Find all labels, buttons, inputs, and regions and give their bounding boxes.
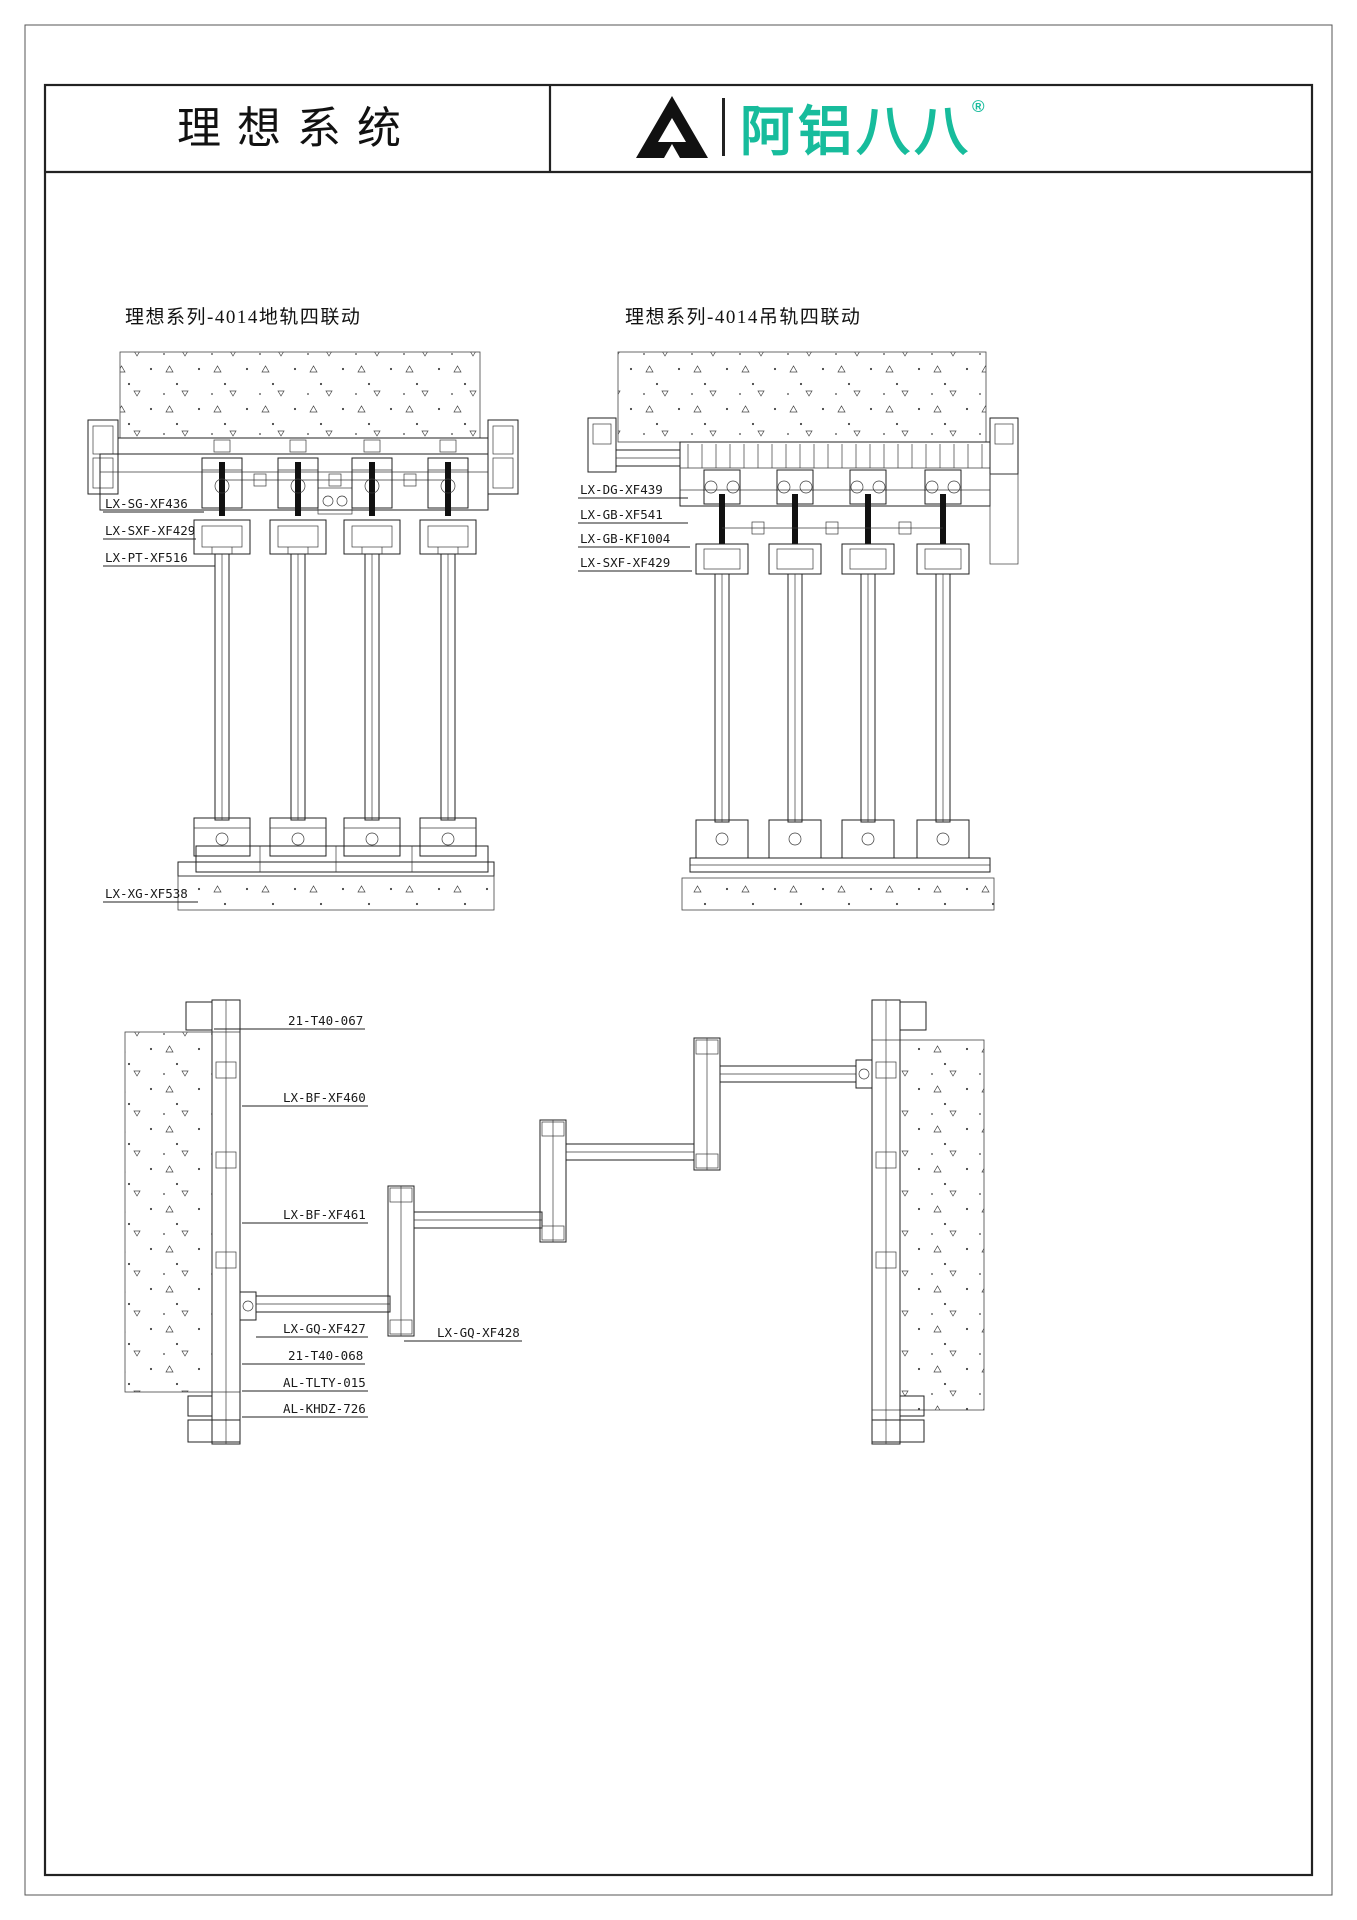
title-block: 理想系统 阿铝八八 ®: [177, 96, 985, 162]
top-connector-part: [185, 1001, 213, 1031]
part-label: LX-SXF-XF429: [580, 555, 670, 570]
head-assembly-floor: [87, 419, 519, 555]
sash-bottom-profile: [695, 819, 749, 859]
sheet-borders: [24, 24, 1333, 1896]
door-panels-floor: [214, 553, 456, 821]
roller-carriage: [201, 457, 243, 517]
part-label: LX-GB-XF541: [580, 507, 663, 522]
sash-bottom-profile: [419, 817, 477, 857]
floor-track-view-title: 理想系列-4014地轨四联动: [125, 306, 361, 328]
hanger-carriage: [924, 469, 962, 545]
hanger-carriage: [849, 469, 887, 545]
bottom-connector-part: [899, 1395, 925, 1417]
sash-top-profile: [343, 519, 401, 555]
concrete-floor: [681, 877, 995, 911]
bottom-connector-part: [187, 1395, 213, 1417]
bottom-track-floor: [177, 817, 495, 911]
registered-trademark: ®: [972, 97, 985, 116]
bottom-base-part: [871, 1419, 925, 1443]
part-label: LX-PT-XF516: [105, 550, 188, 565]
door-panel: [440, 553, 456, 821]
part-label: 21-T40-067: [288, 1013, 363, 1028]
roller-carriage: [277, 457, 319, 517]
sash-top-profile: [269, 519, 327, 555]
door-panel: [214, 553, 230, 821]
plan-labels: 21-T40-067 LX-BF-XF460 LX-BF-XF461 LX-GQ…: [214, 1013, 522, 1418]
sash-bottom-profile: [193, 817, 251, 857]
part-label: LX-SG-XF436: [105, 496, 188, 511]
part-label: LX-XG-XF538: [105, 886, 188, 901]
door-panels-hanging: [714, 573, 951, 823]
wall-section-left: [124, 1031, 213, 1393]
part-label: AL-KHDZ-726: [283, 1401, 366, 1416]
frame-column-left: [185, 999, 241, 1445]
sash-bottom-profile: [768, 819, 822, 859]
part-label: AL-TLTY-015: [283, 1375, 366, 1390]
sash-bottom-profile: [343, 817, 401, 857]
inner-frame: [43, 83, 1314, 1877]
plan-view: 21-T40-067 LX-BF-XF460 LX-BF-XF461 LX-GQ…: [124, 999, 985, 1445]
brand-logo: 阿铝八八 ®: [636, 96, 985, 162]
concrete-floor: [177, 875, 495, 911]
door-panel: [787, 573, 803, 823]
part-label: LX-BF-XF460: [283, 1090, 366, 1105]
sash-top-profile: [841, 543, 895, 575]
hinge-block: [239, 1291, 257, 1321]
top-connector-part: [899, 1001, 927, 1031]
triangle-logo-icon: [636, 96, 708, 158]
part-label: 21-T40-068: [288, 1348, 363, 1363]
part-label: LX-GQ-XF428: [437, 1325, 520, 1340]
part-label: LX-GB-KF1004: [580, 531, 670, 546]
logo-divider-bar: [722, 98, 725, 156]
concrete-slab-top: [617, 351, 987, 443]
part-label: LX-BF-XF461: [283, 1207, 366, 1222]
door-panel: [860, 573, 876, 823]
bottom-guide-hanging: [681, 819, 995, 911]
door-panel: [714, 573, 730, 823]
roller-carriage: [351, 457, 393, 517]
floor-track-labels: LX-SG-XF436 LX-SXF-XF429 LX-PT-XF516 LX-…: [103, 496, 215, 903]
brand-name: 阿铝八八: [740, 102, 972, 162]
concrete-slab-top: [119, 351, 481, 439]
part-label: LX-GQ-XF427: [283, 1321, 366, 1336]
sash-bottom-profile: [916, 819, 970, 859]
head-assembly-hanging: [587, 417, 1019, 575]
sash-top-profile: [193, 519, 251, 555]
section-view-floor-track: 理想系列-4014地轨四联动: [87, 306, 519, 911]
hanging-track-view-title: 理想系列-4014吊轨四联动: [625, 306, 861, 328]
sash-bottom-profile: [841, 819, 895, 859]
bottom-base-part: [187, 1419, 241, 1443]
sash-top-profile: [419, 519, 477, 555]
folding-panels-plan: [239, 1037, 873, 1337]
hanging-track-labels: LX-DG-XF439 LX-GB-XF541 LX-GB-KF1004 LX-…: [578, 482, 692, 572]
sash-top-profile: [768, 543, 822, 575]
sash-top-profile: [916, 543, 970, 575]
section-view-hanging-track: 理想系列-4014吊轨四联动: [578, 306, 1019, 911]
hinge-block: [855, 1059, 873, 1089]
door-panel: [364, 553, 380, 821]
hanger-carriage: [776, 469, 814, 545]
roller-carriage: [427, 457, 469, 517]
door-panel: [935, 573, 951, 823]
wall-section-right: [899, 1039, 985, 1411]
hanger-carriage: [703, 469, 741, 545]
part-label: LX-DG-XF439: [580, 482, 663, 497]
sash-bottom-profile: [269, 817, 327, 857]
part-label: LX-SXF-XF429: [105, 523, 195, 538]
sash-top-profile: [695, 543, 749, 575]
outer-border: [24, 24, 1333, 1896]
door-panel: [290, 553, 306, 821]
frame-column-right: [871, 999, 927, 1445]
sheet-title: 理想系统: [177, 104, 417, 153]
